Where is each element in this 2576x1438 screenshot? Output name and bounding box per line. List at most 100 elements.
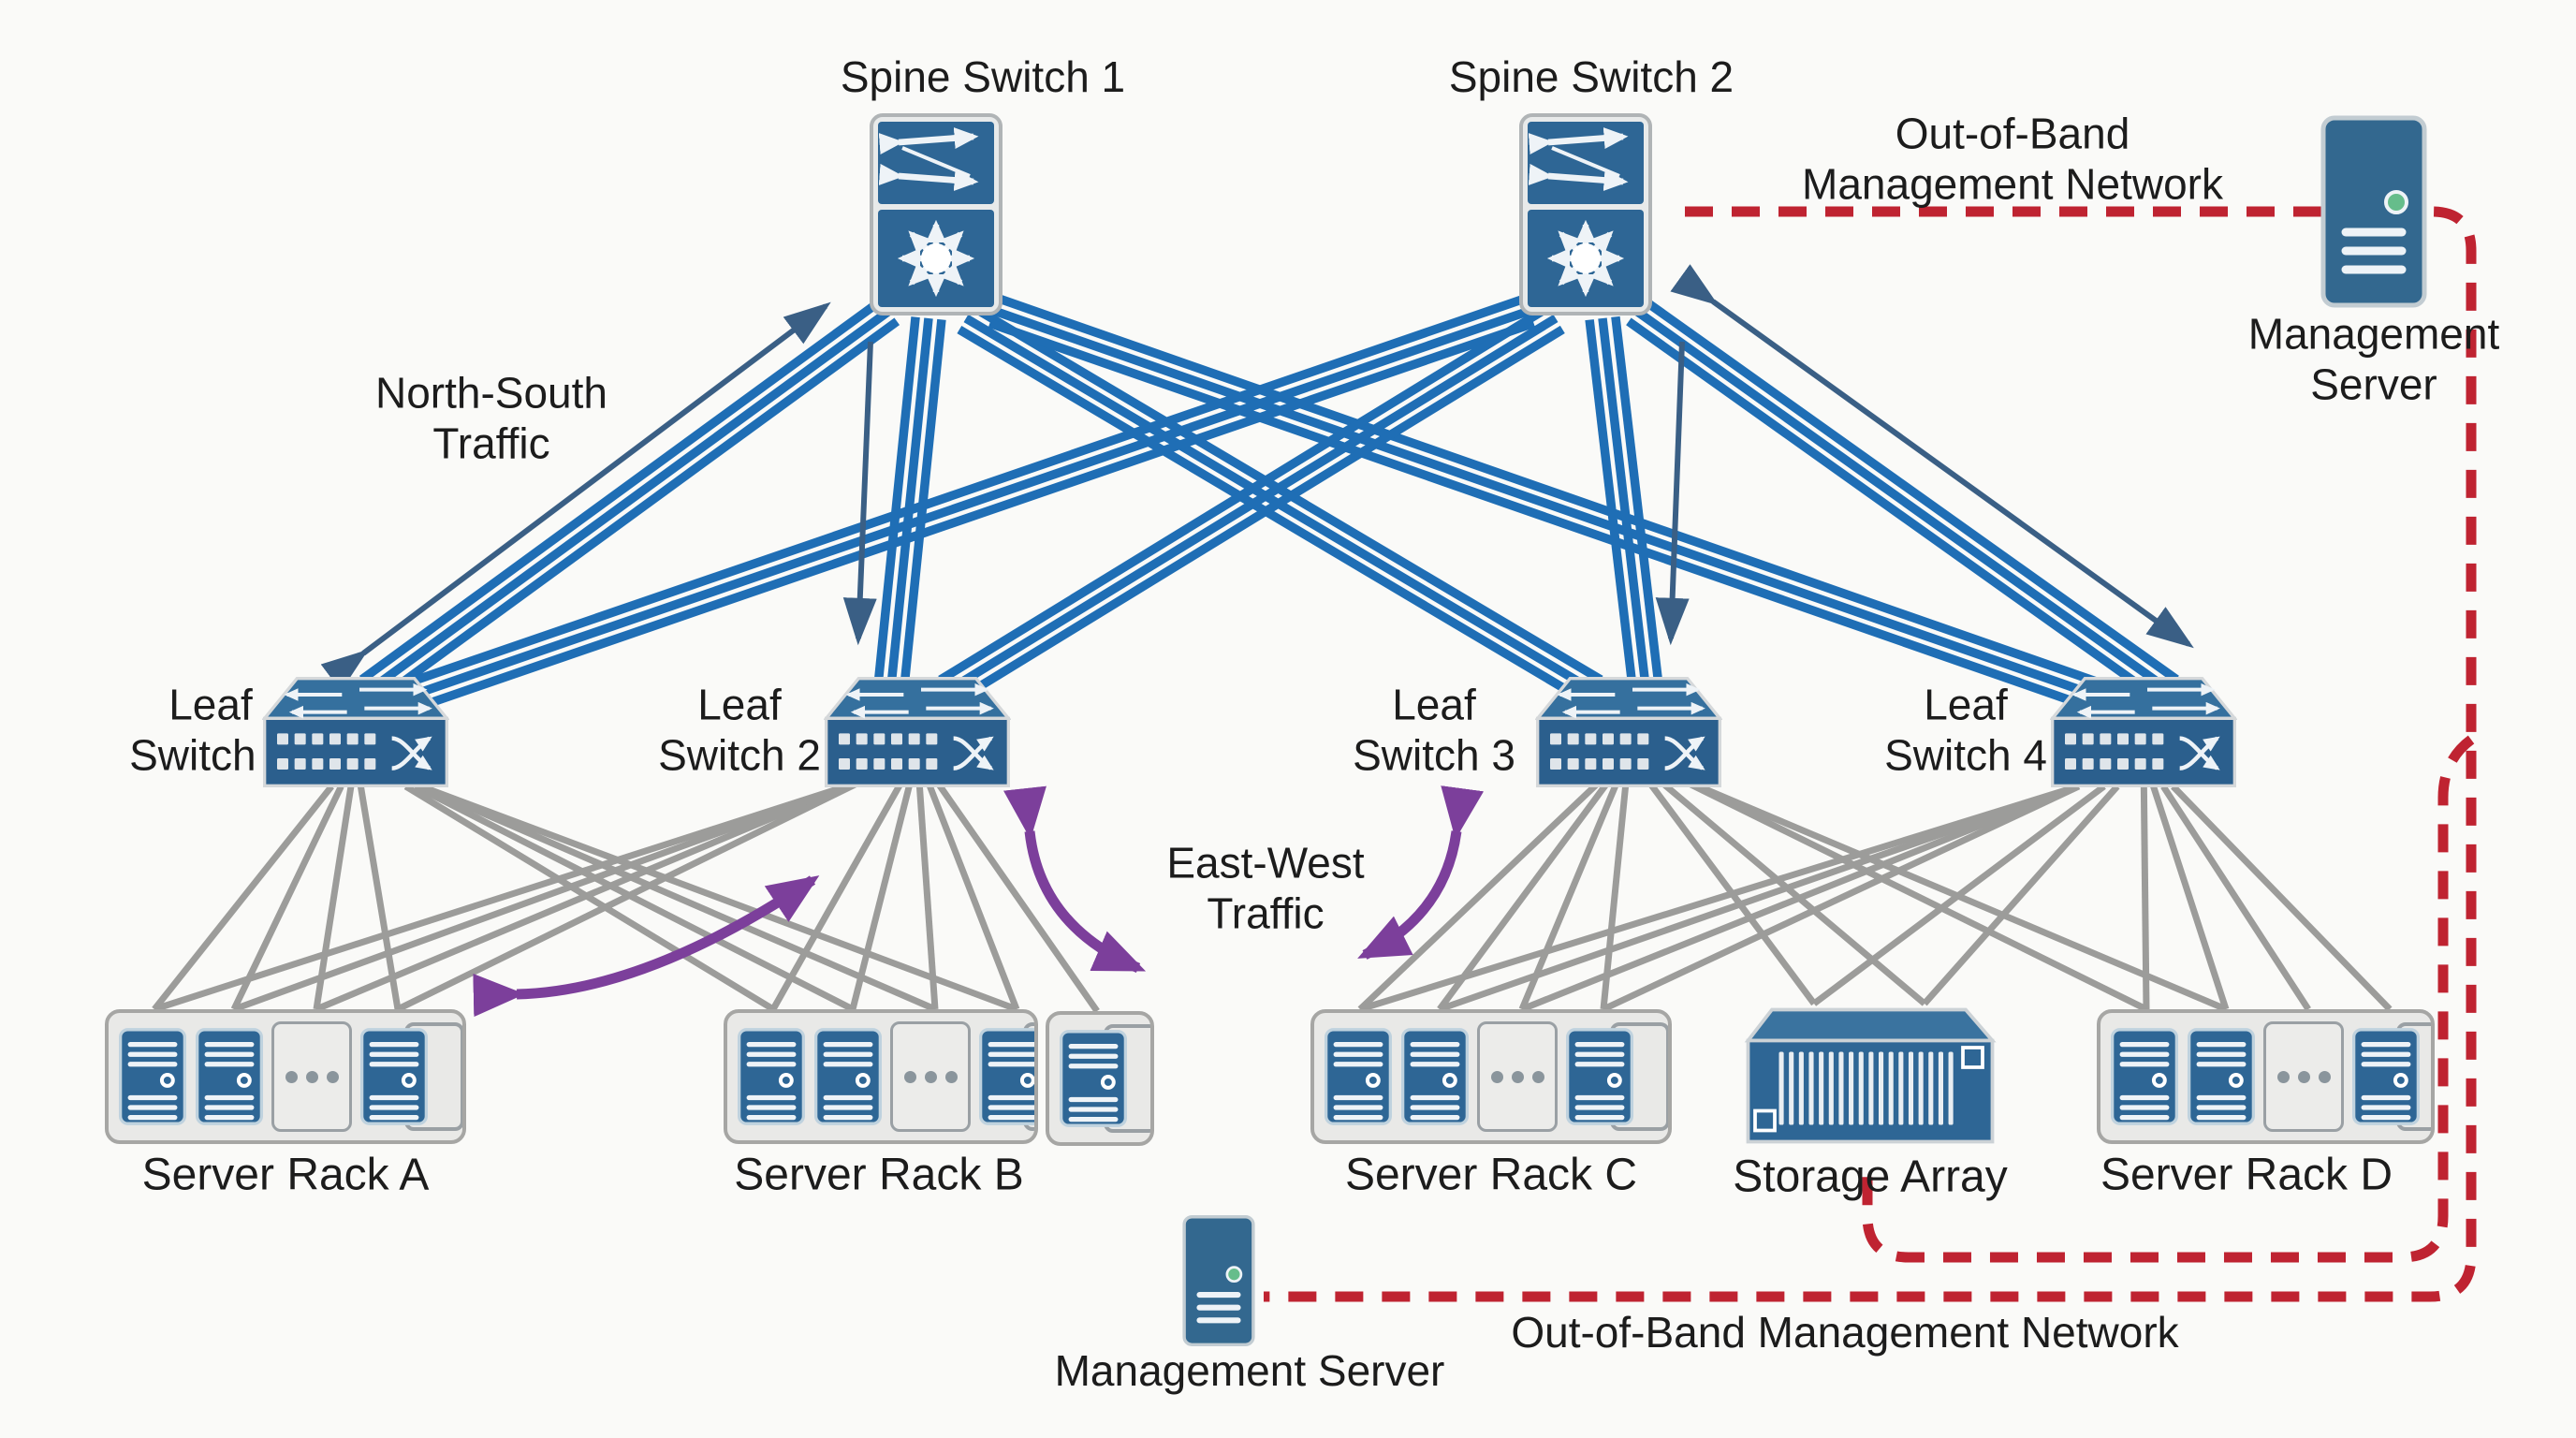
server-icon [813,1021,883,1132]
leaf-server-link [1689,781,2148,1013]
leaf-switch-2-icon [824,676,1011,788]
server-rack-b-label: Server Rack B [734,1150,1024,1200]
server-icon [1400,1028,1470,1125]
server-icon [2351,1028,2421,1125]
management-server-bottom-icon [1178,1214,1260,1347]
server-icon [195,1021,264,1132]
spine-leaf-link [1641,296,2179,683]
east-west-arrow [473,875,820,1018]
server-rack-d-label: Server Rack D [2100,1150,2393,1200]
server-icon [1059,1023,1128,1134]
leaf-server-link [1692,781,2228,1013]
north-south-arrow [320,301,831,692]
ellipsis-box [2263,1021,2344,1132]
spine-leaf-link [407,294,1527,687]
spine-leaf-link [886,317,933,687]
spine-leaf-link [1633,307,2172,694]
server-icon [737,1021,806,1132]
leaf-server-link [153,781,854,1013]
server-icon [2187,1028,2256,1125]
leaf-server-link [936,782,1100,1014]
leaf-server-link [769,783,903,1011]
server-icon [359,1028,429,1125]
east-west-arrow [1357,785,1485,960]
leaf-server-link [1437,782,1609,1012]
server-rack-c [1310,1009,1672,1144]
management-server-top-icon [2320,112,2428,311]
server-rack-b [724,1009,1038,1144]
spine-leaf-link [992,306,2096,699]
server-icon [813,1028,883,1125]
north-south-traffic-label: North-South Traffic [374,368,608,468]
spine-leaf-link [957,325,1590,707]
ellipsis-box [271,1021,352,1132]
server-icon [1324,1028,1393,1125]
leaf-server-link [1811,784,2106,1006]
north-south-arrow [1670,264,2194,649]
leaf-server-link [1600,784,1630,1010]
server-icon [978,1021,1034,1132]
leaf-server-link [1357,782,1599,1012]
spine-leaf-link [1611,315,1663,685]
management-server-top-label: Management Server [2247,309,2500,409]
leaf-server-link [1922,784,2120,1006]
spine-leaf-link [997,294,2100,687]
spine-switch-1-label: Spine Switch 1 [840,51,1126,101]
spine-switch-1-icon [869,112,1003,316]
leaf-server-link [2140,785,2150,1010]
spine-leaf-link [900,318,946,688]
leaf-server-link [232,781,854,1013]
server-icon [1400,1021,1470,1132]
leaf-server-link [313,785,355,1010]
leaf-switch-4-icon [2050,676,2237,788]
leaf-server-link [1520,783,2080,1013]
leaf-server-link [2150,785,2230,1011]
server-icon [1324,1021,1393,1132]
spine-switch-2-label: Spine Switch 2 [1448,51,1734,101]
east-west-arrow [1003,785,1147,974]
leaf-server-link [915,784,939,1010]
leaf-server-link [315,781,854,1013]
server-rack-d [2097,1009,2435,1144]
oob-management-network-bottom-label: Out-of-Band Management Network [1511,1307,2179,1357]
server-icon [1565,1021,1634,1132]
server-icon [1059,1030,1128,1127]
server-icon [118,1021,187,1132]
leaf-server-link [1358,783,2080,1013]
north-south-arrow [842,341,877,646]
spine-leaf-link [963,314,1597,696]
server-icon [1565,1028,1634,1125]
leaf-server-link [849,784,914,1010]
leaf-server-link [419,783,937,1013]
management-server-bottom-label: Management Server [1054,1345,1445,1395]
leaf-switch-4-label: Leaf Switch 4 [1884,680,2047,780]
oob-management-network-top-label: Out-of-Band Management Network [1802,109,2223,209]
leaf-switch-3-icon [1535,676,1722,788]
server-icon [2187,1021,2256,1132]
leaf-server-link [1602,783,2081,1013]
spine-leaf-link [951,325,1565,706]
spine-leaf-link [359,296,885,683]
server-icon [978,1028,1034,1125]
leaf-server-link [2171,784,2393,1012]
east-west-traffic-label: East-West Traffic [1166,838,1365,938]
spine-switch-2-icon [1518,112,1653,316]
server-icon [2110,1028,2179,1125]
north-south-arrow [1655,341,1690,646]
leaf-server-link [396,781,856,1013]
leaf-server-link [1518,783,1619,1011]
server-icon [195,1028,264,1125]
leaf-server-link [230,785,344,1011]
server-rack-b-extension [1046,1011,1154,1146]
spine-leaf-link [944,314,1559,696]
spine-leaf-link [873,316,920,686]
leaf-server-link [1661,782,1927,1006]
leaf-server-link [403,784,775,1012]
leaf-server-link [2160,785,2311,1011]
leaf-server-link [414,783,855,1013]
spine-leaf-link [1585,319,1637,689]
storage-array-label: Storage Array [1733,1152,2008,1202]
server-icon [737,1028,806,1125]
ellipsis-box [1477,1021,1558,1132]
